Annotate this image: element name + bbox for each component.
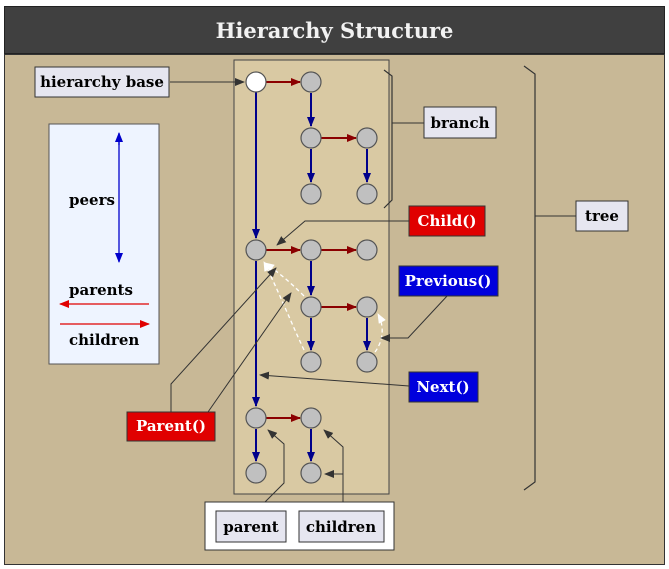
svg-text:parent: parent xyxy=(223,518,279,536)
tree-node xyxy=(300,239,322,261)
tree-node xyxy=(245,462,267,484)
previous-function-label: Previous() xyxy=(398,265,499,297)
tree-node xyxy=(356,127,378,149)
svg-text:Previous(): Previous() xyxy=(405,272,492,290)
legend-parents: parents xyxy=(69,281,133,299)
root-node xyxy=(245,71,267,93)
first-child-links xyxy=(252,91,371,462)
tree-nodes xyxy=(245,71,378,484)
svg-text:hierarchy base: hierarchy base xyxy=(40,73,164,91)
svg-text:Next(): Next() xyxy=(416,378,469,396)
tree-node xyxy=(300,462,322,484)
diagram-title: Hierarchy Structure xyxy=(215,17,454,43)
hierarchy-base-label: hierarchy base xyxy=(34,66,170,98)
svg-text:tree: tree xyxy=(585,207,619,225)
svg-text:branch: branch xyxy=(430,114,489,132)
title-bar: Hierarchy Structure xyxy=(4,6,665,54)
tree-node xyxy=(245,239,267,261)
branch-label: branch xyxy=(423,106,497,139)
tree-node xyxy=(300,127,322,149)
tree-node xyxy=(245,407,267,429)
tree-node xyxy=(300,183,322,205)
legend-children: children xyxy=(69,331,139,349)
tree-node xyxy=(300,407,322,429)
svg-text:Child(): Child() xyxy=(418,212,477,230)
tree-node xyxy=(356,239,378,261)
next-function-label: Next() xyxy=(408,371,479,403)
parent-label: parent xyxy=(215,510,287,543)
tree-node xyxy=(300,296,322,318)
tree-brace xyxy=(523,65,536,491)
tree-node xyxy=(356,296,378,318)
tree-node xyxy=(300,351,322,373)
tree-node xyxy=(356,183,378,205)
svg-text:Parent(): Parent() xyxy=(136,417,206,435)
pointer-lines xyxy=(170,78,449,514)
svg-text:children: children xyxy=(306,518,376,536)
parent-function-label: Parent() xyxy=(126,411,216,442)
legend-peers: peers xyxy=(69,191,115,209)
tree-node xyxy=(300,71,322,93)
sibling-links xyxy=(266,78,357,422)
tree-node xyxy=(356,351,378,373)
legend-box xyxy=(48,123,160,365)
tree-label: tree xyxy=(575,200,629,232)
branch-brace xyxy=(383,69,393,209)
children-label: children xyxy=(298,510,385,543)
child-function-label: Child() xyxy=(408,205,486,237)
